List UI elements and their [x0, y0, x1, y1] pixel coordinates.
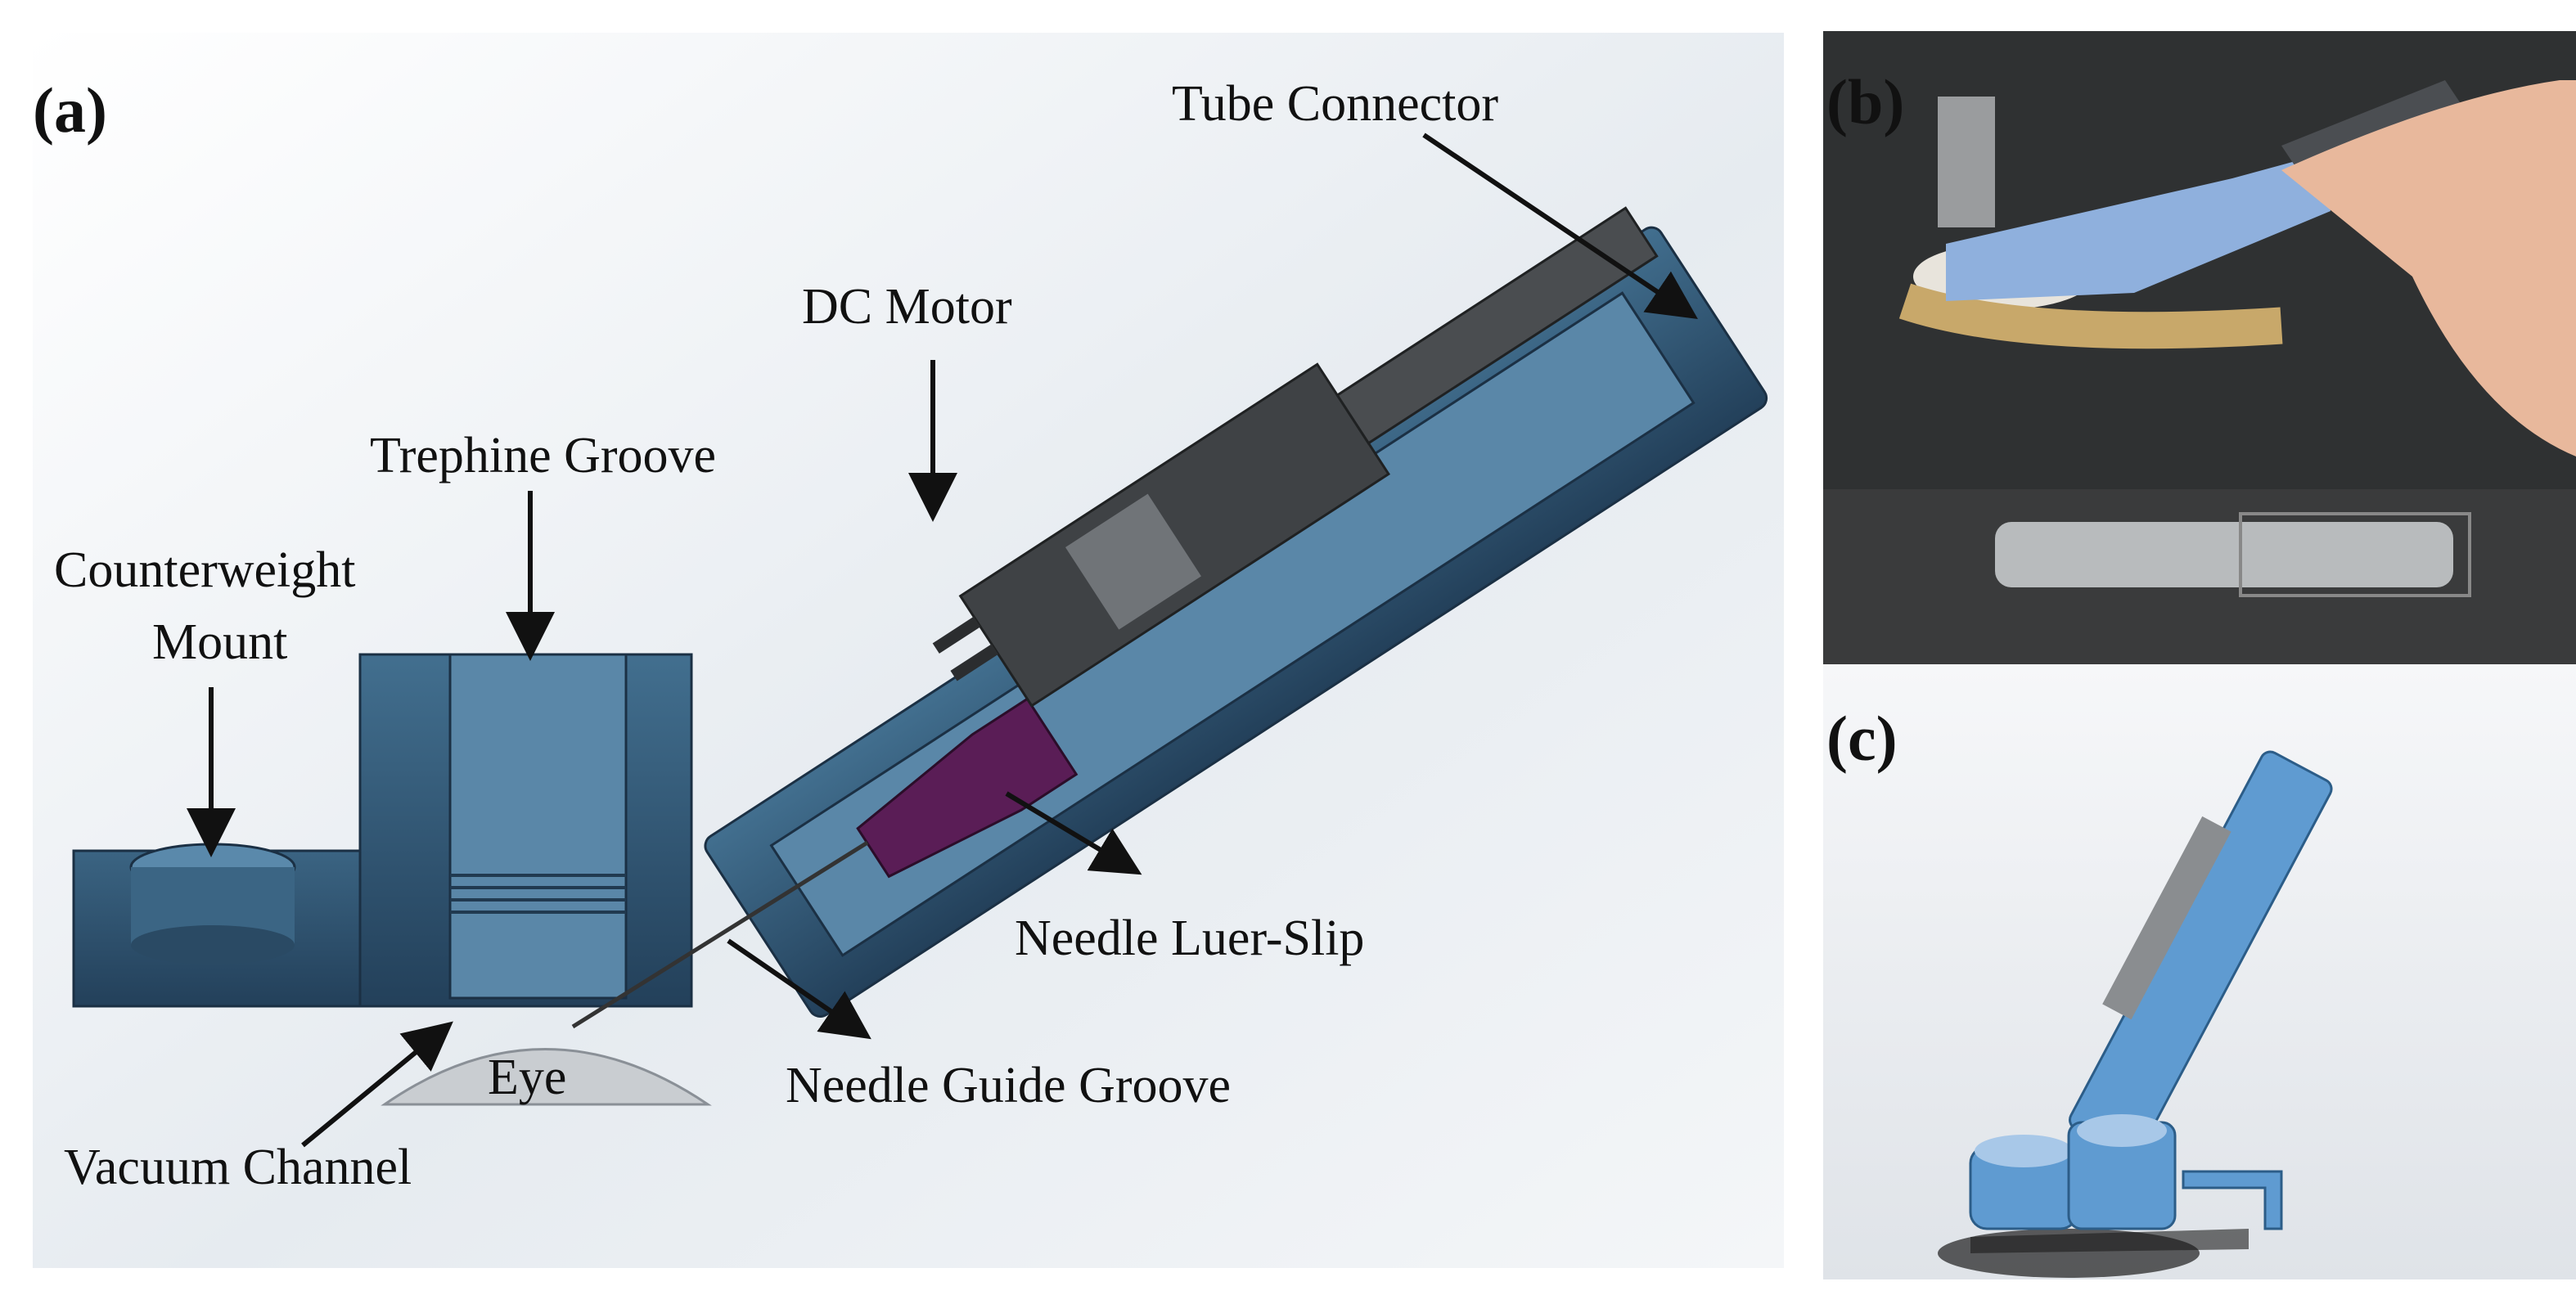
arrow-needle-luer-slip: [1005, 791, 1142, 875]
needle-luer-slip-shape: [856, 697, 1079, 879]
eye-shape: [381, 1048, 712, 1106]
thread-lines: [450, 874, 626, 914]
label-trephine-groove: Trephine Groove: [370, 428, 717, 483]
label-dc-motor: DC Motor: [802, 279, 1012, 335]
panel-c-render: [1823, 664, 2576, 1279]
label-counterweight-mount-line2: Mount: [152, 614, 288, 670]
angled-housing: [704, 206, 1768, 1018]
panel-label-c: (c): [1826, 703, 1898, 774]
label-vacuum-channel: Vacuum Channel: [64, 1140, 412, 1195]
label-tube-connector: Tube Connector: [1172, 76, 1498, 132]
needle-shape: [571, 840, 869, 1029]
panel-label-a: (a): [33, 74, 107, 146]
hand: [2281, 80, 2576, 456]
arrow-needle-guide-groove: [727, 938, 871, 1040]
syringe-plunger: [2239, 512, 2471, 597]
label-counterweight-mount-line1: Counterweight: [54, 542, 356, 598]
panel-a-cad-render: [33, 33, 1784, 1268]
arrow-vacuum-channel: [301, 1021, 453, 1148]
label-needle-luer-slip: Needle Luer-Slip: [1015, 911, 1365, 966]
panel-b-photo: [1823, 31, 2576, 665]
label-needle-guide-groove: Needle Guide Groove: [786, 1058, 1232, 1113]
trephine-bore: [448, 653, 628, 1000]
render-shadow: [1970, 1229, 2249, 1253]
printed-holder: [1946, 154, 2331, 301]
arrow-tube-connector: [1422, 133, 1698, 320]
panel-label-b: (b): [1826, 66, 1905, 137]
label-eye: Eye: [488, 1050, 567, 1105]
